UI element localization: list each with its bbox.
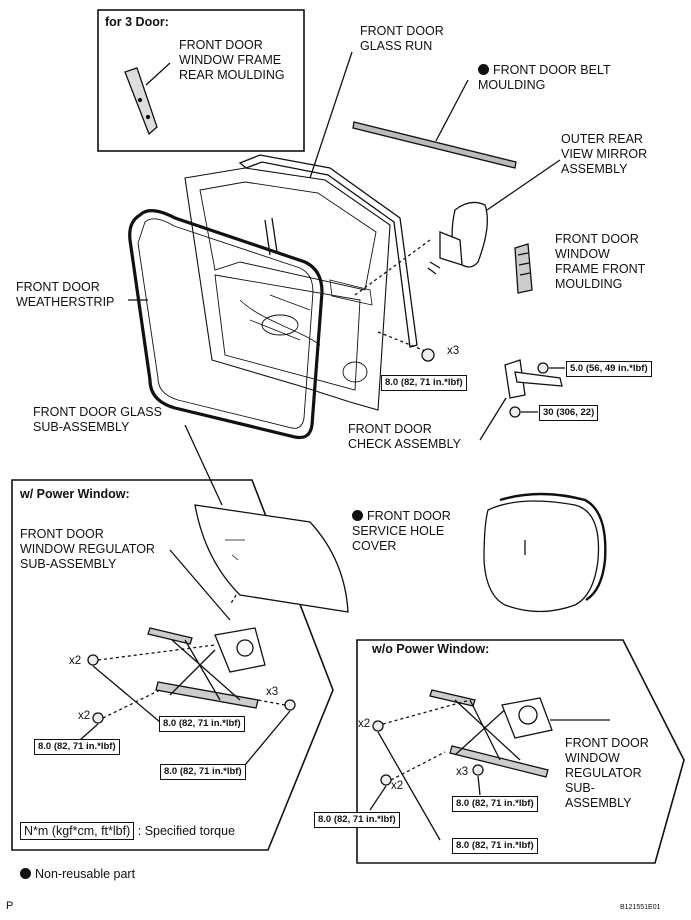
inset-3door-title: for 3 Door: bbox=[105, 15, 169, 29]
wo-qty-x2-a: x2 bbox=[358, 718, 371, 730]
wo-qty-x2-b: x2 bbox=[391, 780, 404, 792]
torque-wo-bolt-c: 8.0 (82, 71 in.*lbf) bbox=[452, 838, 538, 854]
pw-qty-x2-a: x2 bbox=[69, 655, 82, 667]
torque-wo-bolt-a: 8.0 (82, 71 in.*lbf) bbox=[452, 796, 538, 812]
rear-moulding-part bbox=[124, 62, 171, 136]
weatherstrip-part bbox=[128, 209, 324, 440]
legend-torque-symbol: N*m (kgf*cm, ft*lbf) bbox=[20, 822, 135, 840]
torque-pw-bolt-a: 8.0 (82, 71 in.*lbf) bbox=[159, 716, 245, 732]
nonreusable-dot-icon bbox=[478, 64, 489, 75]
belt-moulding-text: FRONT DOOR BELT MOULDING bbox=[478, 63, 611, 92]
frame-front-moulding-label: FRONT DOOR WINDOW FRAME FRONT MOULDING bbox=[555, 232, 646, 291]
torque-wo-bolt-b: 8.0 (82, 71 in.*lbf) bbox=[314, 812, 400, 828]
service-hole-text: FRONT DOOR SERVICE HOLE COVER bbox=[352, 509, 451, 553]
belt-moulding-part bbox=[352, 79, 517, 169]
weatherstrip-label: FRONT DOOR WEATHERSTRIP bbox=[16, 280, 115, 309]
mirror-nut-qty: x3 bbox=[447, 345, 460, 357]
nonreusable-dot-icon bbox=[20, 868, 31, 879]
wo-qty-x3: x3 bbox=[456, 766, 469, 778]
power-window-title: w/ Power Window: bbox=[20, 487, 130, 501]
manual-window-title: w/o Power Window: bbox=[372, 642, 490, 656]
power-regulator-label: FRONT DOOR WINDOW REGULATOR SUB-ASSEMBLY bbox=[20, 527, 155, 571]
torque-mirror-nut: 8.0 (82, 71 in.*lbf) bbox=[381, 375, 467, 391]
mirror-part bbox=[421, 159, 561, 362]
legend-torque-text: : Specified torque bbox=[137, 824, 236, 838]
manual-regulator-part bbox=[369, 689, 610, 841]
legend-nonreusable: Non-reusable part bbox=[20, 867, 135, 881]
glass-run-part bbox=[238, 51, 418, 348]
page-letter: P bbox=[6, 900, 14, 912]
nonreusable-dot-icon bbox=[352, 510, 363, 521]
glass-run-label: FRONT DOOR GLASS RUN bbox=[360, 24, 444, 53]
service-hole-cover-part bbox=[483, 492, 607, 613]
torque-pw-bolt-c: 8.0 (82, 71 in.*lbf) bbox=[160, 764, 246, 780]
legend-torque: N*m (kgf*cm, ft*lbf) : Specified torque bbox=[20, 822, 236, 840]
legend-nonreusable-text: Non-reusable part bbox=[35, 867, 136, 881]
power-regulator-part bbox=[79, 549, 296, 766]
torque-check-bolt-b: 30 (306, 22) bbox=[539, 405, 599, 421]
pw-qty-x3: x3 bbox=[266, 686, 279, 698]
glass-sub-label: FRONT DOOR GLASS SUB-ASSEMBLY bbox=[33, 405, 162, 434]
torque-check-bolt-a: 5.0 (56, 49 in.*lbf) bbox=[566, 361, 652, 377]
rear-moulding-label: FRONT DOOR WINDOW FRAME REAR MOULDING bbox=[179, 38, 285, 82]
pw-qty-x2-b: x2 bbox=[78, 710, 91, 722]
service-hole-label: FRONT DOOR SERVICE HOLE COVER bbox=[352, 509, 451, 554]
check-assembly-part bbox=[479, 359, 565, 441]
frame-front-moulding-part bbox=[514, 243, 533, 294]
manual-regulator-label: FRONT DOOR WINDOW REGULATOR SUB- ASSEMBL… bbox=[565, 736, 649, 810]
glass-part bbox=[184, 424, 349, 613]
belt-moulding-label: FRONT DOOR BELT MOULDING bbox=[478, 63, 611, 93]
door-shell bbox=[184, 167, 431, 411]
figure-id: B121551E01 bbox=[620, 904, 661, 911]
torque-pw-bolt-b: 8.0 (82, 71 in.*lbf) bbox=[34, 739, 120, 755]
mirror-label: OUTER REAR VIEW MIRROR ASSEMBLY bbox=[561, 132, 648, 176]
check-assembly-label: FRONT DOOR CHECK ASSEMBLY bbox=[348, 422, 462, 451]
